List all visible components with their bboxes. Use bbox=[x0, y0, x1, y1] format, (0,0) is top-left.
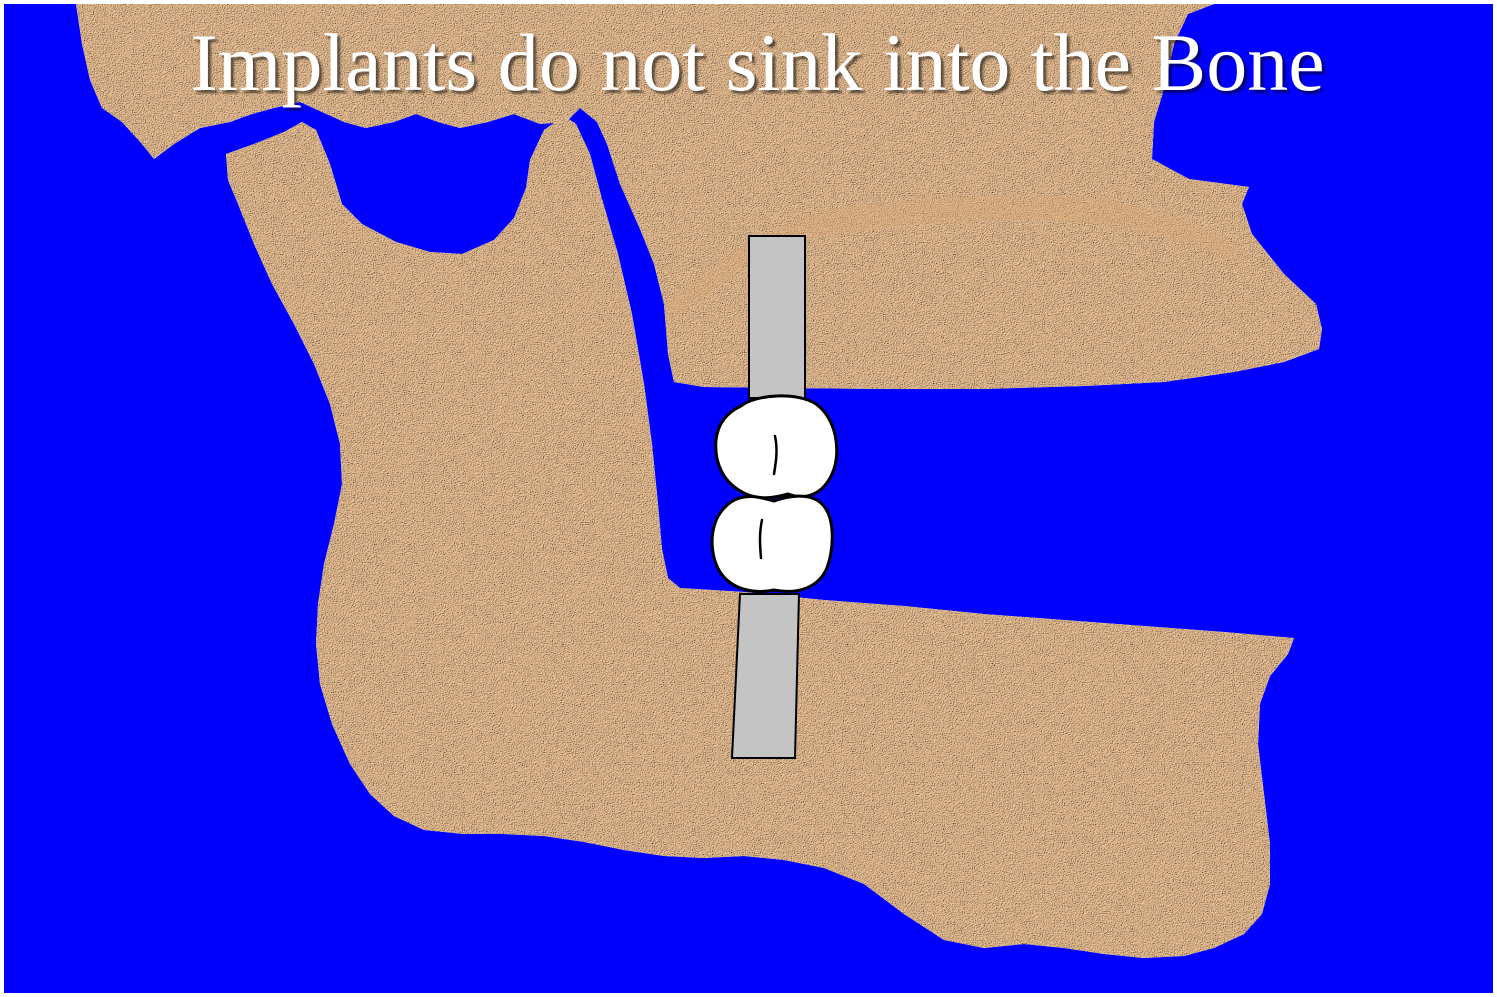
lower-implant bbox=[732, 594, 799, 758]
lower-crown bbox=[712, 496, 832, 591]
slide-title: Implants do not sink into the Bone bbox=[4, 22, 1493, 104]
upper-implant bbox=[749, 236, 805, 398]
jaw-implant-diagram bbox=[4, 4, 1493, 993]
slide: Implants do not sink into the Bone bbox=[4, 4, 1493, 993]
